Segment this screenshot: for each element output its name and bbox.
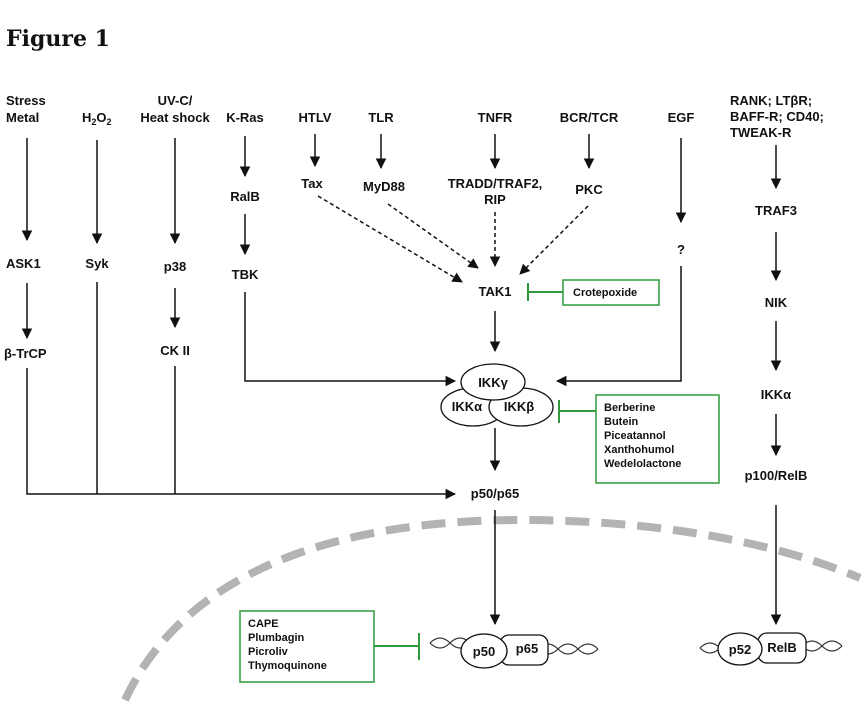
label-htlv: HTLV — [299, 110, 332, 125]
label-tlr: TLR — [368, 110, 394, 125]
dashed-myd88-tak1 — [387, 203, 479, 269]
label-rank: RANK; LTβR; — [730, 93, 812, 108]
node-p65: p65 — [516, 641, 538, 656]
inhibitor-crotepoxide: Crotepoxide — [573, 287, 637, 299]
inhibitor-thymoquinone: Thymoquinone — [248, 660, 327, 672]
node-ikka-alt: IKKα — [761, 387, 791, 402]
inhibitor-xanthohumol: Xanthohumol — [604, 444, 674, 456]
label-tnfr: TNFR — [478, 110, 513, 125]
inhibitor-cape: CAPE — [248, 618, 279, 630]
node-p52: p52 — [729, 642, 751, 657]
dashed-pkc-tak1 — [519, 205, 589, 275]
node-traf3: TRAF3 — [755, 203, 797, 218]
label-h2o2: H2O2 — [82, 110, 112, 127]
node-tak1: TAK1 — [479, 284, 512, 299]
dashed-tax-tak1 — [317, 195, 463, 283]
label-baff: BAFF-R; CD40; — [730, 109, 824, 124]
node-syk: Syk — [85, 256, 109, 271]
label-bcr-tcr: BCR/TCR — [560, 110, 619, 125]
figure-title: Figure 1 — [6, 26, 110, 52]
node-nik: NIK — [765, 295, 788, 310]
label-stress: Stress — [6, 93, 46, 108]
inhibitor-berberine: Berberine — [604, 402, 655, 414]
arrow-btrcp-p50p65 — [26, 368, 457, 500]
node-btrcp: β-TrCP — [4, 346, 47, 361]
node-ask1: ASK1 — [6, 256, 41, 271]
node-ralb: RalB — [230, 189, 260, 204]
arrow-unknown-ikk — [555, 266, 682, 387]
node-unknown: ? — [677, 242, 685, 257]
node-relb: RelB — [767, 640, 797, 655]
inhibitor-piceatannol: Piceatannol — [604, 430, 666, 442]
node-ck2: CK II — [160, 343, 190, 358]
node-rip: RIP — [484, 192, 506, 207]
node-p100relb: p100/RelB — [745, 468, 808, 483]
label-kras: K-Ras — [226, 110, 264, 125]
node-tbk: TBK — [232, 267, 259, 282]
label-heat-shock: Heat shock — [140, 110, 210, 125]
arrow-tbk-ikk — [244, 292, 457, 387]
inhibitor-plumbagin: Plumbagin — [248, 632, 305, 644]
inhibitor-box-tak1 — [562, 279, 660, 306]
inhibitor-box-ikk — [595, 394, 720, 484]
node-p50: p50 — [473, 644, 495, 659]
label-tweak: TWEAK-R — [730, 125, 792, 140]
node-tax: Tax — [301, 176, 323, 191]
inhibitor-wedelolactone: Wedelolactone — [604, 458, 681, 470]
inhibitor-box-nuclear — [239, 610, 375, 683]
node-tradd: TRADD/TRAF2, — [448, 176, 543, 191]
node-p50-shape — [460, 633, 508, 669]
node-p52-shape — [717, 632, 763, 666]
node-p50p65: p50/p65 — [471, 486, 519, 501]
node-myd88: MyD88 — [363, 179, 405, 194]
node-p38: p38 — [164, 259, 186, 274]
label-uvc: UV-C/ — [158, 93, 193, 108]
node-pkc: PKC — [575, 182, 603, 197]
label-metal: Metal — [6, 110, 39, 125]
node-ikk-gamma-shape — [460, 363, 526, 401]
inhibitor-butein: Butein — [604, 416, 639, 428]
node-ikk-gamma: IKKγ — [478, 375, 508, 390]
label-egf: EGF — [668, 110, 695, 125]
node-ikk-alpha: IKKα — [452, 399, 482, 414]
nuclear-membrane — [121, 515, 862, 702]
inhibitor-picroliv: Picroliv — [248, 646, 289, 658]
node-ikk-beta: IKKβ — [504, 399, 534, 414]
